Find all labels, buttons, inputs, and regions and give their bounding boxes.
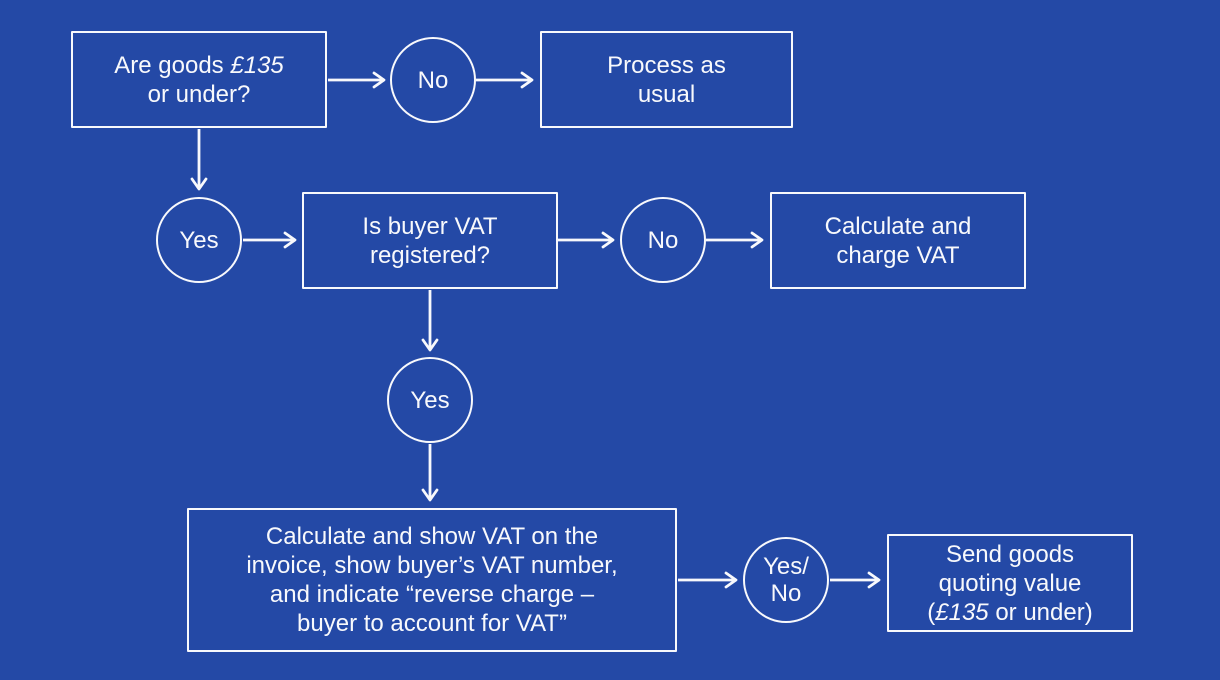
decision-no-1: No	[390, 37, 476, 123]
node-text-line: Calculate and show VAT on the	[265, 523, 599, 550]
node-text-segment: or under)	[988, 598, 1093, 626]
decision-yes-1: Yes	[156, 197, 242, 283]
node-text-line: Process as	[607, 51, 726, 79]
node-text-line: (£135 or under)	[927, 598, 1092, 627]
node-text-segment: (	[927, 598, 936, 626]
node-text-line: invoice, show buyer’s VAT number,	[246, 552, 618, 579]
node-text-segment-italic: £135	[230, 51, 284, 79]
node-text-line: quoting value	[938, 569, 1082, 597]
node-text-line: buyer to account for VAT”	[297, 610, 567, 637]
decision-no-2: No	[620, 197, 706, 283]
node-text-line: Calculate and	[824, 212, 972, 240]
node-text-line: Is buyer VAT	[362, 212, 498, 240]
node-text-line: charge VAT	[836, 241, 960, 269]
node-text-line: usual	[637, 80, 696, 108]
node-process-as-usual: Process as usual	[540, 31, 793, 128]
decision-label: No	[417, 66, 449, 94]
node-text-line: registered?	[369, 241, 491, 269]
node-text-segment: Are goods	[114, 51, 231, 79]
decision-yes-no: Yes/ No	[743, 537, 829, 623]
decision-label: No	[647, 226, 679, 254]
node-text-line: or under?	[147, 80, 251, 108]
node-invoice-reverse-charge: Calculate and show VAT on the invoice, s…	[187, 508, 677, 652]
node-calculate-and-charge-vat: Calculate and charge VAT	[770, 192, 1026, 289]
node-text-line: Are goods £135	[114, 51, 283, 80]
node-send-goods-quoting-value: Send goods quoting value (£135 or under)	[887, 534, 1133, 632]
node-text-segment-italic: £135	[935, 598, 989, 626]
decision-label: Yes	[179, 226, 219, 254]
node-is-buyer-vat-registered: Is buyer VAT registered?	[302, 192, 558, 289]
decision-label: Yes/	[763, 553, 809, 580]
decision-label: Yes	[410, 386, 450, 414]
decision-yes-2: Yes	[387, 357, 473, 443]
decision-label: No	[770, 580, 802, 607]
node-text-line: and indicate “reverse charge –	[269, 581, 595, 608]
node-text-line: Send goods	[945, 540, 1075, 568]
node-are-goods-135-or-under: Are goods £135 or under?	[71, 31, 327, 128]
